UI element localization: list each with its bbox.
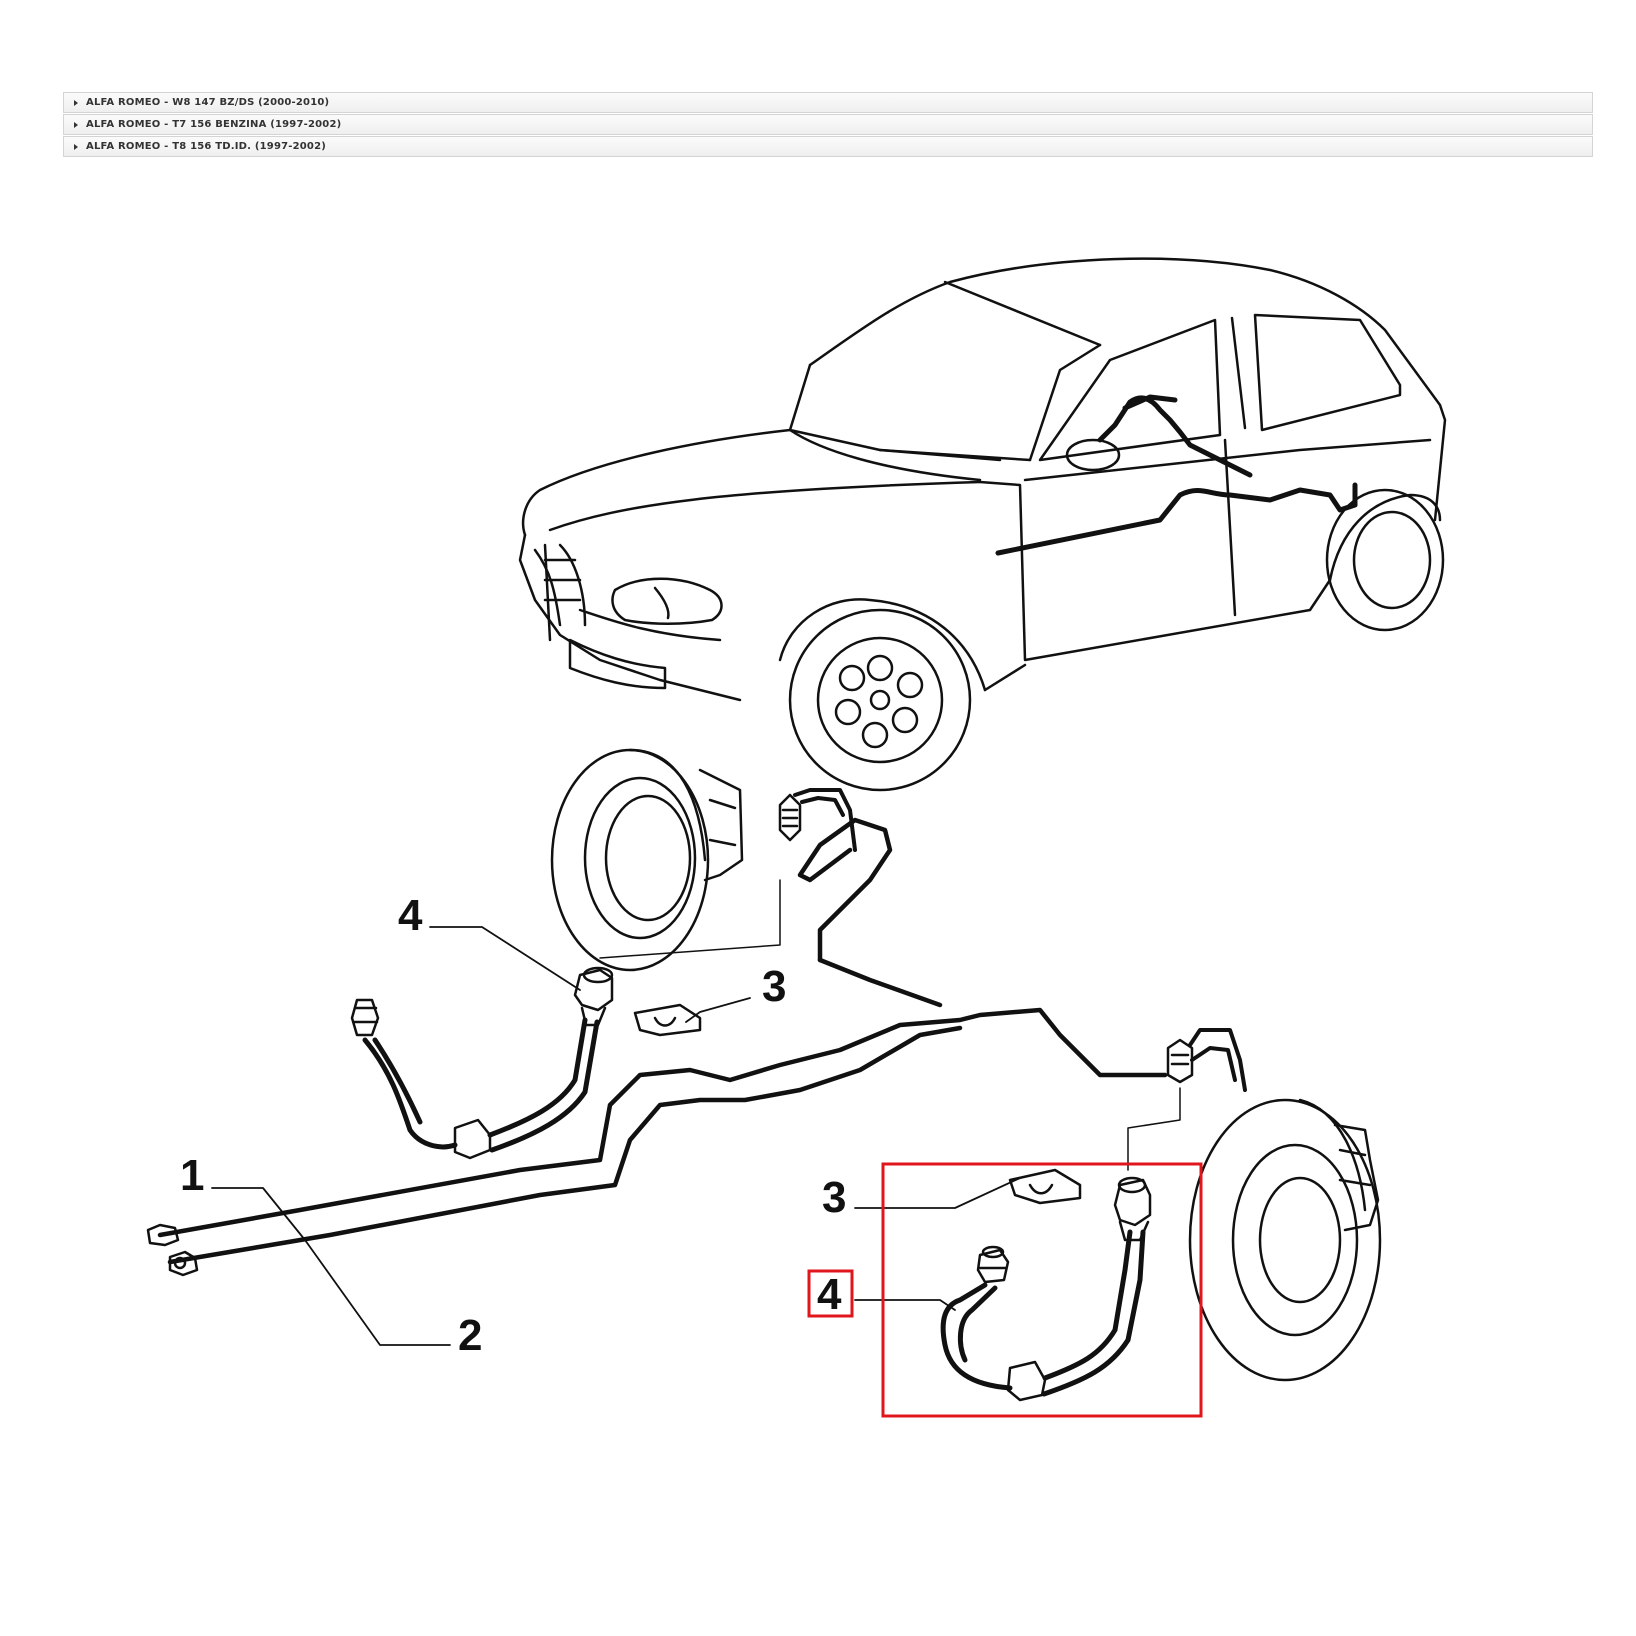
callout-front-hose[interactable]: 4: [398, 891, 423, 940]
caret-right-icon: [74, 121, 78, 128]
callout-front-clip[interactable]: 3: [762, 962, 786, 1011]
model-label: ALFA ROMEO - W8 147 BZ/DS (2000-2010): [86, 97, 330, 108]
selected-callout-box[interactable]: [807, 1269, 854, 1318]
model-row-w8-147[interactable]: ALFA ROMEO - W8 147 BZ/DS (2000-2010): [63, 92, 1593, 113]
model-list: ALFA ROMEO - W8 147 BZ/DS (2000-2010) AL…: [63, 92, 1593, 158]
front-upper-fitting: [778, 788, 857, 852]
callout-rear-hose-selected[interactable]: 4: [817, 1270, 842, 1319]
callout-leader-lines: [211, 926, 1021, 1346]
model-label: ALFA ROMEO - T8 156 TD.ID. (1997-2002): [86, 141, 327, 152]
callout-pipe-1[interactable]: 1: [180, 1151, 204, 1200]
rear-brake-disc: [1188, 1098, 1382, 1382]
front-brake-disc: [550, 748, 744, 972]
rear-upper-fitting: [1166, 1028, 1247, 1092]
car-illustration: [518, 257, 1447, 792]
brake-pipes: [157, 817, 1168, 1265]
callout-rear-clip[interactable]: 3: [822, 1173, 846, 1222]
front-clip: [633, 1003, 702, 1037]
caret-right-icon: [74, 99, 78, 106]
callout-pipe-2[interactable]: 2: [458, 1311, 482, 1360]
selected-part-highlight: [881, 1162, 1203, 1418]
model-label: ALFA ROMEO - T7 156 BENZINA (1997-2002): [86, 119, 342, 130]
pipe-end-fittings: [146, 1223, 199, 1277]
rear-clip: [1008, 1168, 1082, 1205]
model-row-t7-156-benzina[interactable]: ALFA ROMEO - T7 156 BENZINA (1997-2002): [63, 114, 1593, 135]
model-row-t8-156-tdid[interactable]: ALFA ROMEO - T8 156 TD.ID. (1997-2002): [63, 136, 1593, 157]
rear-flex-hose: [940, 1176, 1152, 1402]
front-flex-hose: [350, 966, 614, 1160]
caret-right-icon: [74, 143, 78, 150]
